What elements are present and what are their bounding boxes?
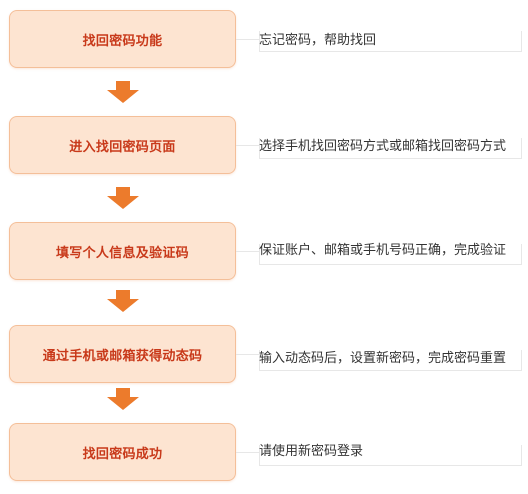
step-description-5: 请使用新密码登录 <box>259 444 364 459</box>
step-box-1: 找回密码功能 <box>9 10 236 68</box>
down-arrow-icon <box>107 290 139 312</box>
step-title-3: 填写个人信息及验证码 <box>55 245 189 261</box>
down-arrow-icon <box>107 187 139 209</box>
step-title-5: 找回密码成功 <box>82 446 163 462</box>
connector-5 <box>259 445 522 466</box>
connector-3 <box>259 244 522 265</box>
connector-tick-1 <box>236 39 259 40</box>
step-box-3: 填写个人信息及验证码 <box>9 222 236 280</box>
step-title-1: 找回密码功能 <box>82 33 163 49</box>
down-arrow-icon <box>107 388 139 410</box>
step-title-2: 进入找回密码页面 <box>69 139 176 155</box>
step-description-1: 忘记密码，帮助找回 <box>259 33 377 48</box>
step-description-3: 保证账户、邮箱或手机号码正确，完成验证 <box>259 243 507 258</box>
connector-tick-5 <box>236 452 259 453</box>
connector-tick-3 <box>236 251 259 252</box>
connector-tick-2 <box>236 145 259 146</box>
connector-tick-4 <box>236 354 259 355</box>
connector-4 <box>259 350 522 371</box>
step-box-2: 进入找回密码页面 <box>9 116 236 174</box>
step-description-2: 选择手机找回密码方式或邮箱找回密码方式 <box>259 139 507 154</box>
connector-2 <box>259 138 522 159</box>
step-box-5: 找回密码成功 <box>9 423 236 481</box>
step-title-4: 通过手机或邮箱获得动态码 <box>42 348 203 364</box>
connector-1 <box>259 31 522 52</box>
step-box-4: 通过手机或邮箱获得动态码 <box>9 325 236 383</box>
down-arrow-icon <box>107 81 139 103</box>
step-description-4: 输入动态码后，设置新密码，完成密码重置 <box>259 351 507 366</box>
